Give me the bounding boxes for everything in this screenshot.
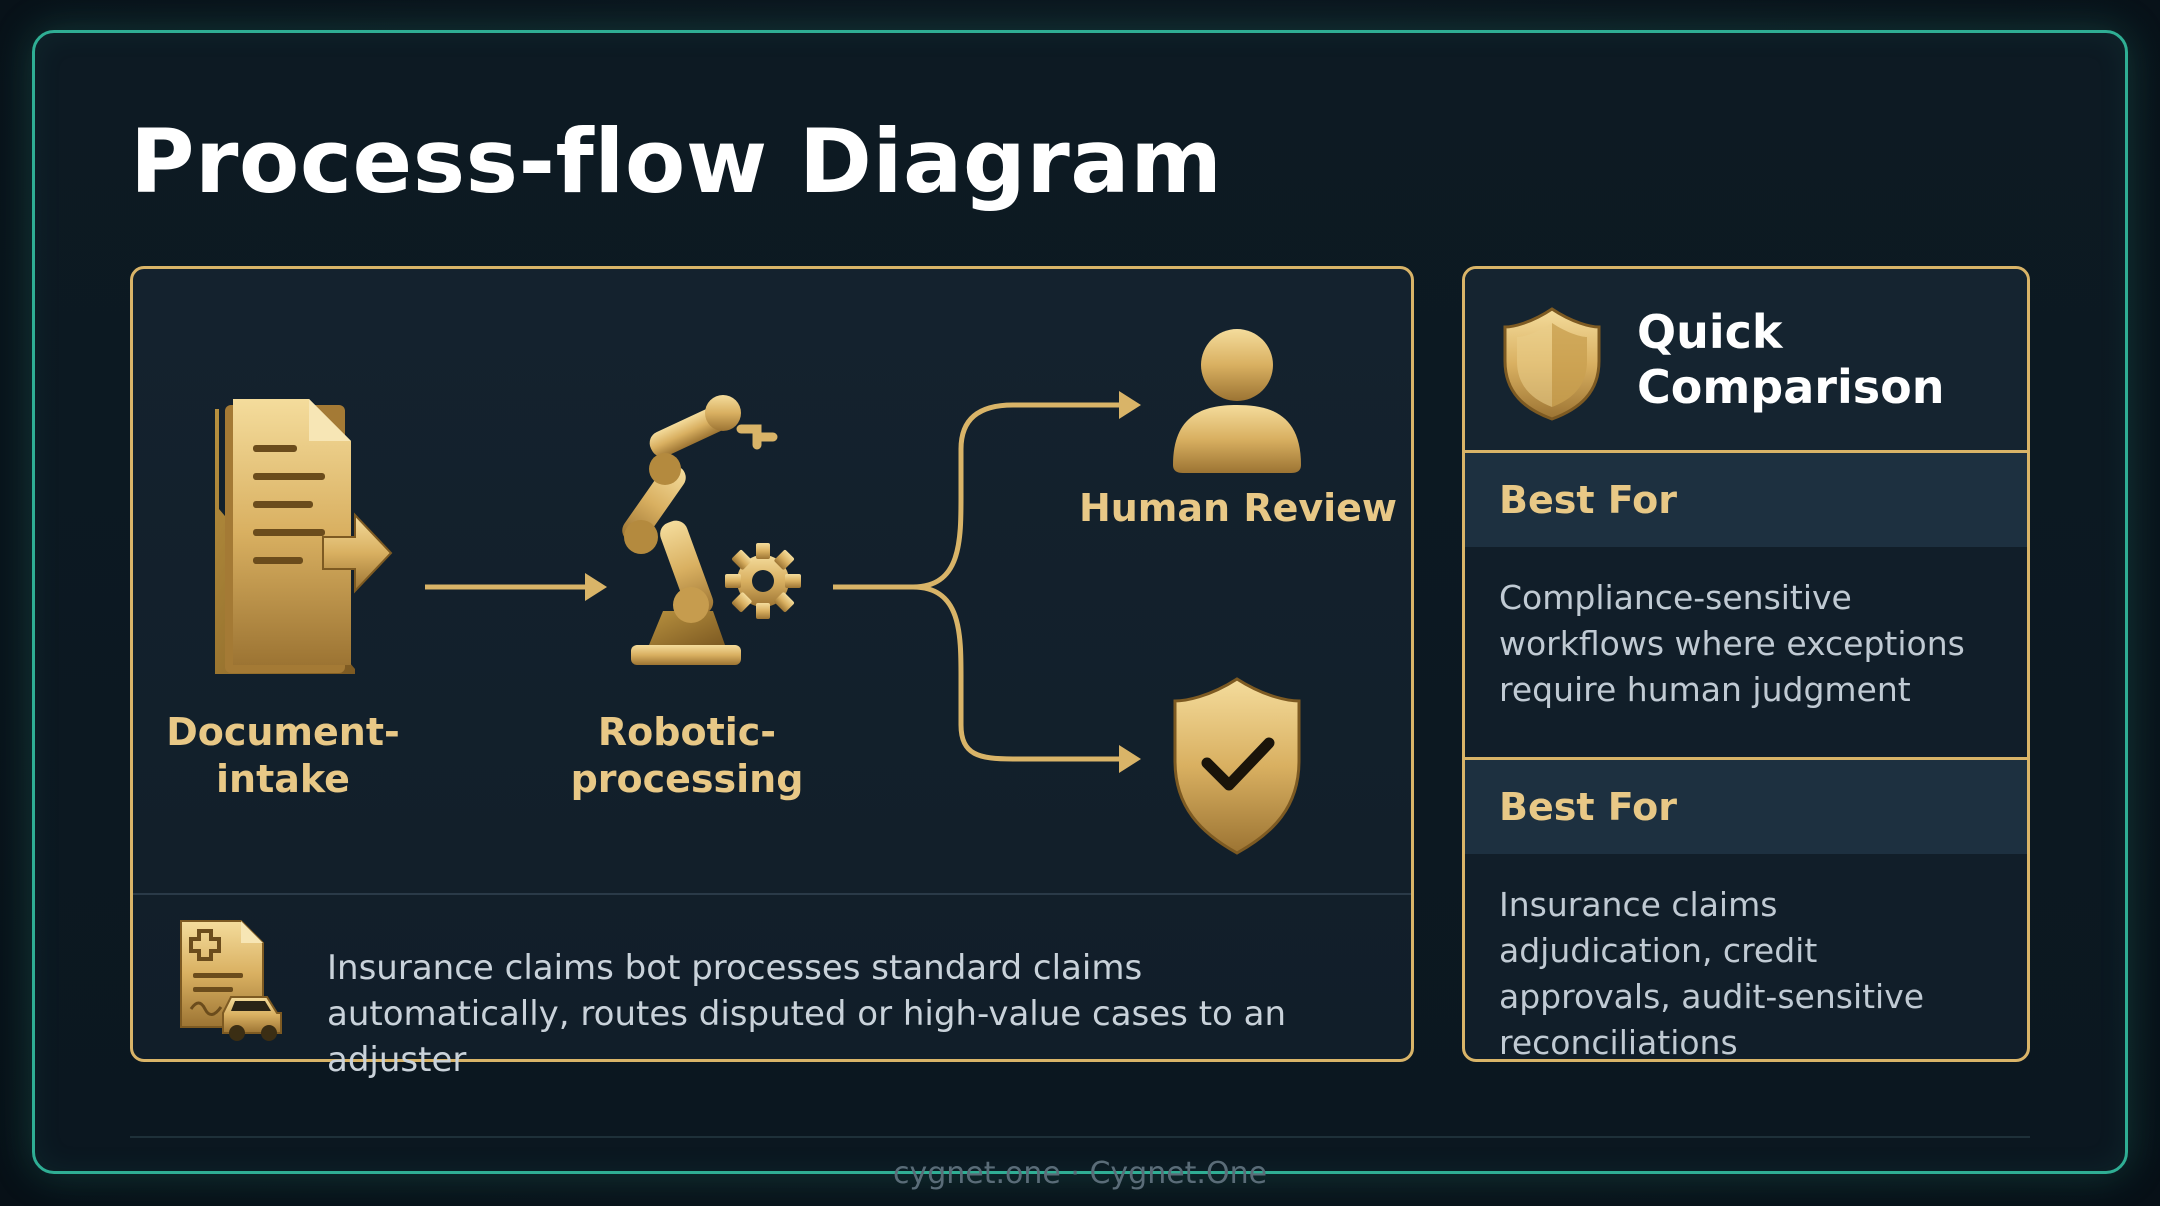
example-row: Insurance claims bot processes standard … <box>133 895 1411 1080</box>
section-heading: Best For <box>1465 760 2027 854</box>
step-document-intake-label: Document- intake <box>166 710 400 801</box>
process-flow-panel: Document- intake Robotic- processing Hum… <box>130 266 1414 1080</box>
step-robotic-processing-label: Robotic- processing <box>570 710 804 801</box>
comparison-section: Best For Compliance-sensitive workflows … <box>1465 453 2027 713</box>
section-divider <box>1465 757 2027 760</box>
example-description: Insurance claims bot processes standard … <box>327 948 1287 1080</box>
flow-arrow <box>425 573 607 601</box>
panel-divider <box>133 893 1411 895</box>
shield-icon <box>1503 307 1601 421</box>
shield-check-icon <box>1173 677 1301 855</box>
person-icon <box>1173 329 1301 473</box>
page-title: Process-flow Diagram <box>130 110 1223 213</box>
section-body: Insurance claims adjudication, credit ap… <box>1499 885 1925 1062</box>
comparison-title: Quick Comparison <box>1637 305 1945 414</box>
quick-comparison-panel: Quick Comparison Best For Compliance-sen… <box>1462 266 2030 1062</box>
comparison-header: Quick Comparison <box>1465 269 2027 453</box>
comparison-section: Best For Insurance claims adjudication, … <box>1465 760 2027 1062</box>
claim-document-car-icon <box>180 920 282 1041</box>
robot-arm-gear-icon <box>622 395 801 665</box>
document-arrow-icon <box>215 399 393 674</box>
section-heading: Best For <box>1465 453 2027 547</box>
branch-connector <box>833 391 1141 773</box>
human-review-label: Human Review <box>1078 486 1398 530</box>
footer-text: cygnet.one · Cygnet.One <box>892 1156 1268 1191</box>
section-body: Compliance-sensitive workflows where exc… <box>1499 578 1965 709</box>
flow-diagram <box>215 329 1301 855</box>
footer-divider <box>130 1136 2030 1138</box>
